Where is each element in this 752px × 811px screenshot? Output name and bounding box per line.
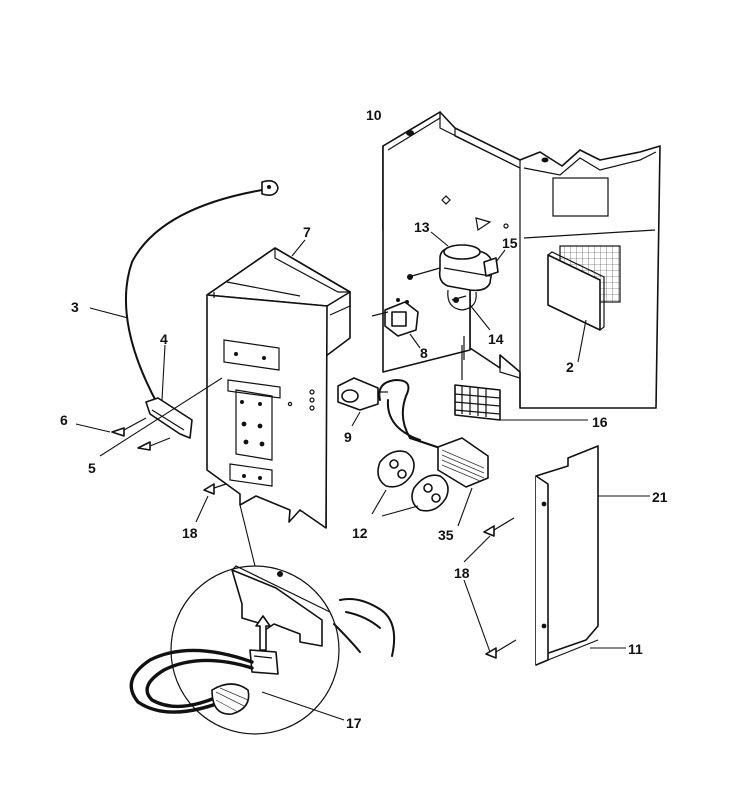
- screw-18-box: [195, 483, 227, 523]
- callout-3: 3: [71, 299, 79, 315]
- callout-11: 11: [628, 641, 643, 657]
- screws-18-panel: [463, 517, 517, 659]
- callout-16: 16: [592, 414, 608, 430]
- callout-6: 6: [60, 412, 68, 428]
- callout-2: 2: [566, 359, 574, 375]
- capacitor-assembly: [407, 231, 506, 331]
- callout-18-box: 18: [182, 525, 198, 541]
- receptacle-8: [371, 298, 421, 349]
- screw-5: [99, 377, 223, 457]
- callout-10: 10: [366, 107, 382, 123]
- side-access-panel: [535, 445, 650, 666]
- callout-12: 12: [352, 525, 368, 541]
- switch-9: [337, 377, 388, 427]
- control-box: [206, 239, 351, 529]
- callout-17: 17: [346, 715, 362, 731]
- terminal-block: [454, 384, 588, 421]
- callout-15: 15: [502, 235, 518, 251]
- callout-21: 21: [652, 489, 668, 505]
- callout-7: 7: [303, 224, 311, 240]
- callout-9: 9: [344, 429, 352, 445]
- rear-bulkhead-panel: [382, 110, 661, 409]
- callout-5: 5: [88, 460, 96, 476]
- ground-wire: [89, 180, 279, 406]
- screw-6: [75, 417, 147, 437]
- mounting-bracket: [145, 344, 193, 439]
- wire-harness: [378, 336, 465, 449]
- callout-18-panel: 18: [454, 565, 470, 581]
- callout-labels: 2 3 4 5 6 7 8 9 10 11 12 13 14 15 16 17 …: [60, 107, 668, 731]
- heater-element: [437, 437, 489, 527]
- callout-13: 13: [414, 219, 430, 235]
- filter-pad: [547, 251, 605, 363]
- callout-35: 35: [438, 527, 454, 543]
- callout-14: 14: [488, 331, 504, 347]
- callout-4: 4: [160, 331, 168, 347]
- grommets: [371, 450, 449, 517]
- detail-inset: [129, 504, 396, 735]
- callout-8: 8: [420, 345, 428, 361]
